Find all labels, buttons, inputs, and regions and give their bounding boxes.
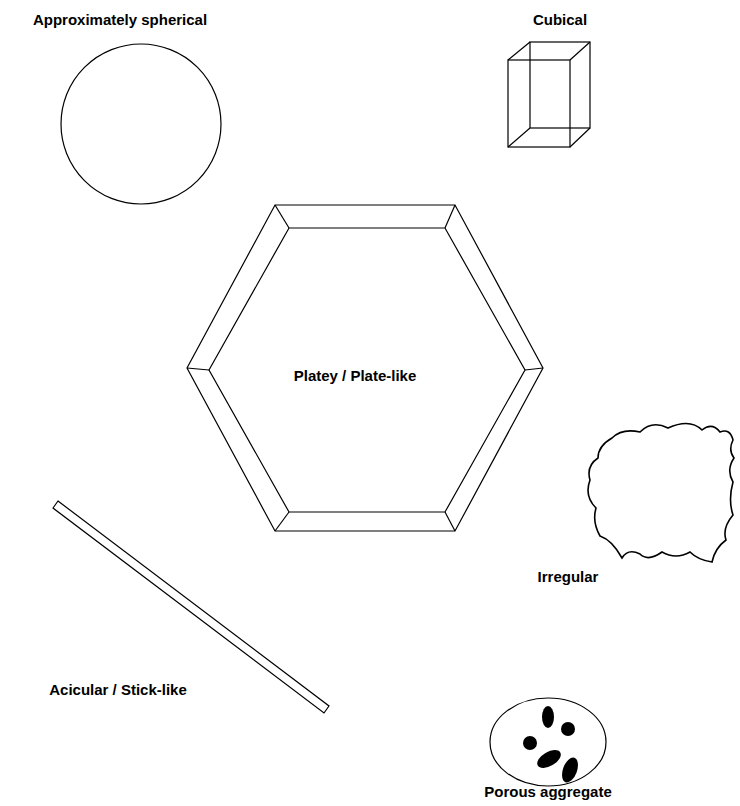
- shape-label: Porous aggregate: [484, 783, 612, 801]
- shape-label: Cubical: [533, 11, 587, 29]
- shape-node: Acicular / Stick-like: [0, 495, 340, 725]
- shape-node: Platey / Plate-like: [180, 195, 560, 540]
- shape-label: Approximately spherical: [33, 11, 207, 29]
- shape-node: Cubical: [480, 0, 630, 160]
- shape-node: Irregular: [520, 405, 738, 595]
- shape-node: Approximately spherical: [0, 0, 300, 215]
- sphere-shape: [0, 0, 300, 215]
- shape-label: Acicular / Stick-like: [49, 681, 187, 699]
- irregular-shape: [520, 405, 738, 595]
- shape-label: Platey / Plate-like: [294, 367, 417, 385]
- shape-label: Irregular: [538, 568, 599, 586]
- shape-node: Porous aggregate: [480, 690, 620, 804]
